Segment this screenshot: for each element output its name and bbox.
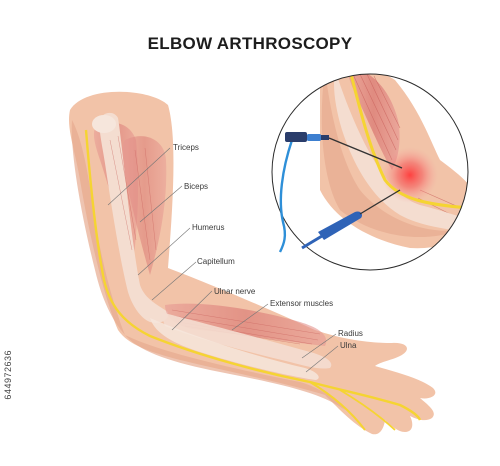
inset-arm-shadow xyxy=(321,74,460,238)
scope-camera-body xyxy=(285,132,307,142)
label-leaders xyxy=(107,147,339,373)
probe-cable xyxy=(301,234,323,250)
label-capitellum: Capitellum xyxy=(197,257,235,266)
arm-shadow xyxy=(71,120,125,335)
arm-body xyxy=(69,91,436,435)
label-extensor-muscles: Extensor muscles xyxy=(270,299,333,308)
label-radius: Radius xyxy=(338,329,363,338)
scope-coupler xyxy=(321,135,329,140)
arthroscopy-probe xyxy=(301,189,401,250)
ulnar-nerve xyxy=(84,129,422,421)
label-biceps: Biceps xyxy=(184,182,208,191)
extensor-muscles xyxy=(165,303,327,346)
scope-camera-head xyxy=(307,134,321,141)
ulnar-nerve-branch-2 xyxy=(339,389,396,431)
forearm-underside xyxy=(125,335,345,410)
humerus-head xyxy=(92,115,116,133)
label-ulna: Ulna xyxy=(340,341,357,350)
label-ulnar-nerve: Ulnar nerve xyxy=(214,287,256,296)
label-humerus: Humerus xyxy=(192,223,224,232)
probe-handle xyxy=(318,211,363,240)
arthroscope xyxy=(278,132,403,253)
label-triceps: Triceps xyxy=(173,143,199,152)
ulnar-nerve-branch xyxy=(309,381,366,431)
probe-shaft xyxy=(359,189,401,215)
inset-border xyxy=(271,73,469,271)
stock-id: 644972636 xyxy=(3,350,13,400)
ulna-bone xyxy=(150,318,319,380)
scope-shaft xyxy=(328,137,403,169)
humerus-bone xyxy=(99,112,169,323)
biceps-muscle xyxy=(122,136,167,275)
inset-muscle xyxy=(347,74,400,170)
diagram-title: ELBOW ARTHROSCOPY xyxy=(147,34,353,53)
radius-bone xyxy=(160,312,332,369)
inset-ulnar-nerve xyxy=(348,74,468,210)
arthroscopy-inset xyxy=(271,73,469,271)
inflammation-spot xyxy=(382,147,438,203)
scope-cable xyxy=(278,139,294,253)
